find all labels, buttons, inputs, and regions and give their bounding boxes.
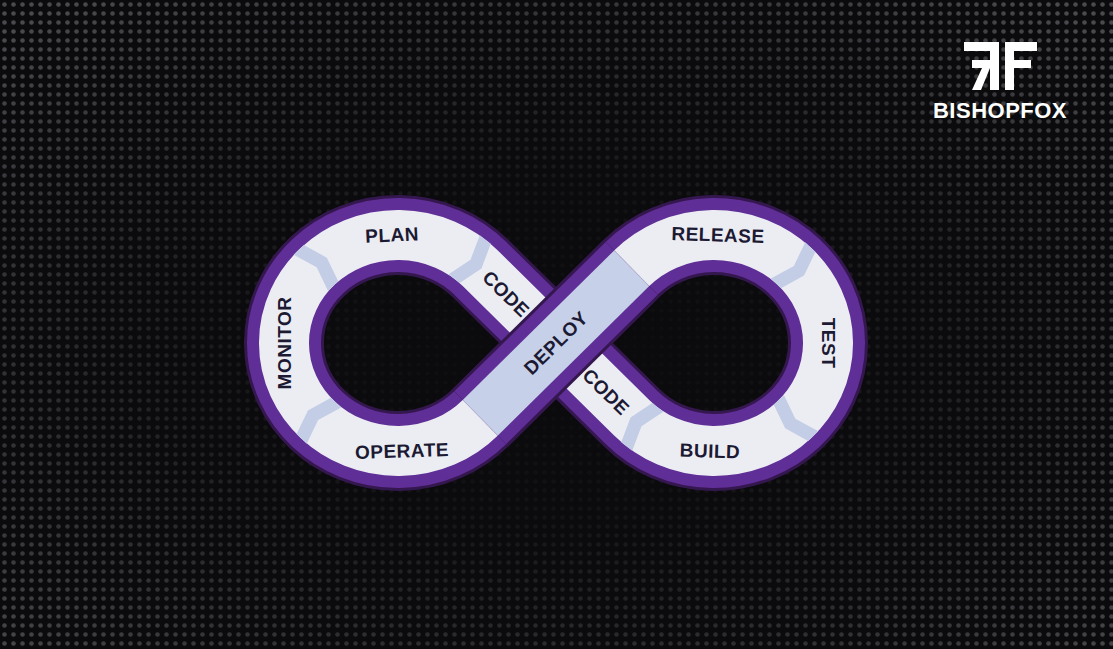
brand-wordmark: BISHOPFOX xyxy=(933,100,1067,122)
stage-label-holder: RELEASE xyxy=(671,224,765,246)
loop-band xyxy=(284,235,828,451)
chevron xyxy=(771,242,821,293)
logo-stroke xyxy=(972,68,990,90)
loop-shadow xyxy=(284,235,828,451)
stage-label-holder: OPERATE xyxy=(355,440,450,462)
stage-label: TEST xyxy=(819,318,838,369)
logo-stroke xyxy=(1014,60,1031,68)
stage-label: PLAN xyxy=(365,224,420,246)
stage-label-holder: MONITOR xyxy=(275,297,294,390)
stage-label-holder: PLAN xyxy=(365,224,420,246)
loop-rim xyxy=(284,235,828,451)
chevron xyxy=(291,392,341,443)
stage-label: BUILD xyxy=(679,440,740,461)
chevron xyxy=(294,240,344,291)
stage-label: OPERATE xyxy=(355,440,450,462)
stage-label-holder: TEST xyxy=(819,318,838,369)
chevron xyxy=(768,395,818,446)
stage-separators xyxy=(291,235,821,451)
infinity-loop xyxy=(284,235,828,451)
stage-label: RELEASE xyxy=(671,224,765,246)
logo-mark xyxy=(964,42,1037,90)
logo-stroke xyxy=(1005,42,1037,90)
stage-label-holder: BUILD xyxy=(679,440,740,461)
logo-stroke xyxy=(972,60,990,68)
stage-label: MONITOR xyxy=(275,297,294,390)
logo-stroke xyxy=(964,42,999,90)
brand-wordmark-holder: BISHOPFOX xyxy=(933,100,1067,122)
